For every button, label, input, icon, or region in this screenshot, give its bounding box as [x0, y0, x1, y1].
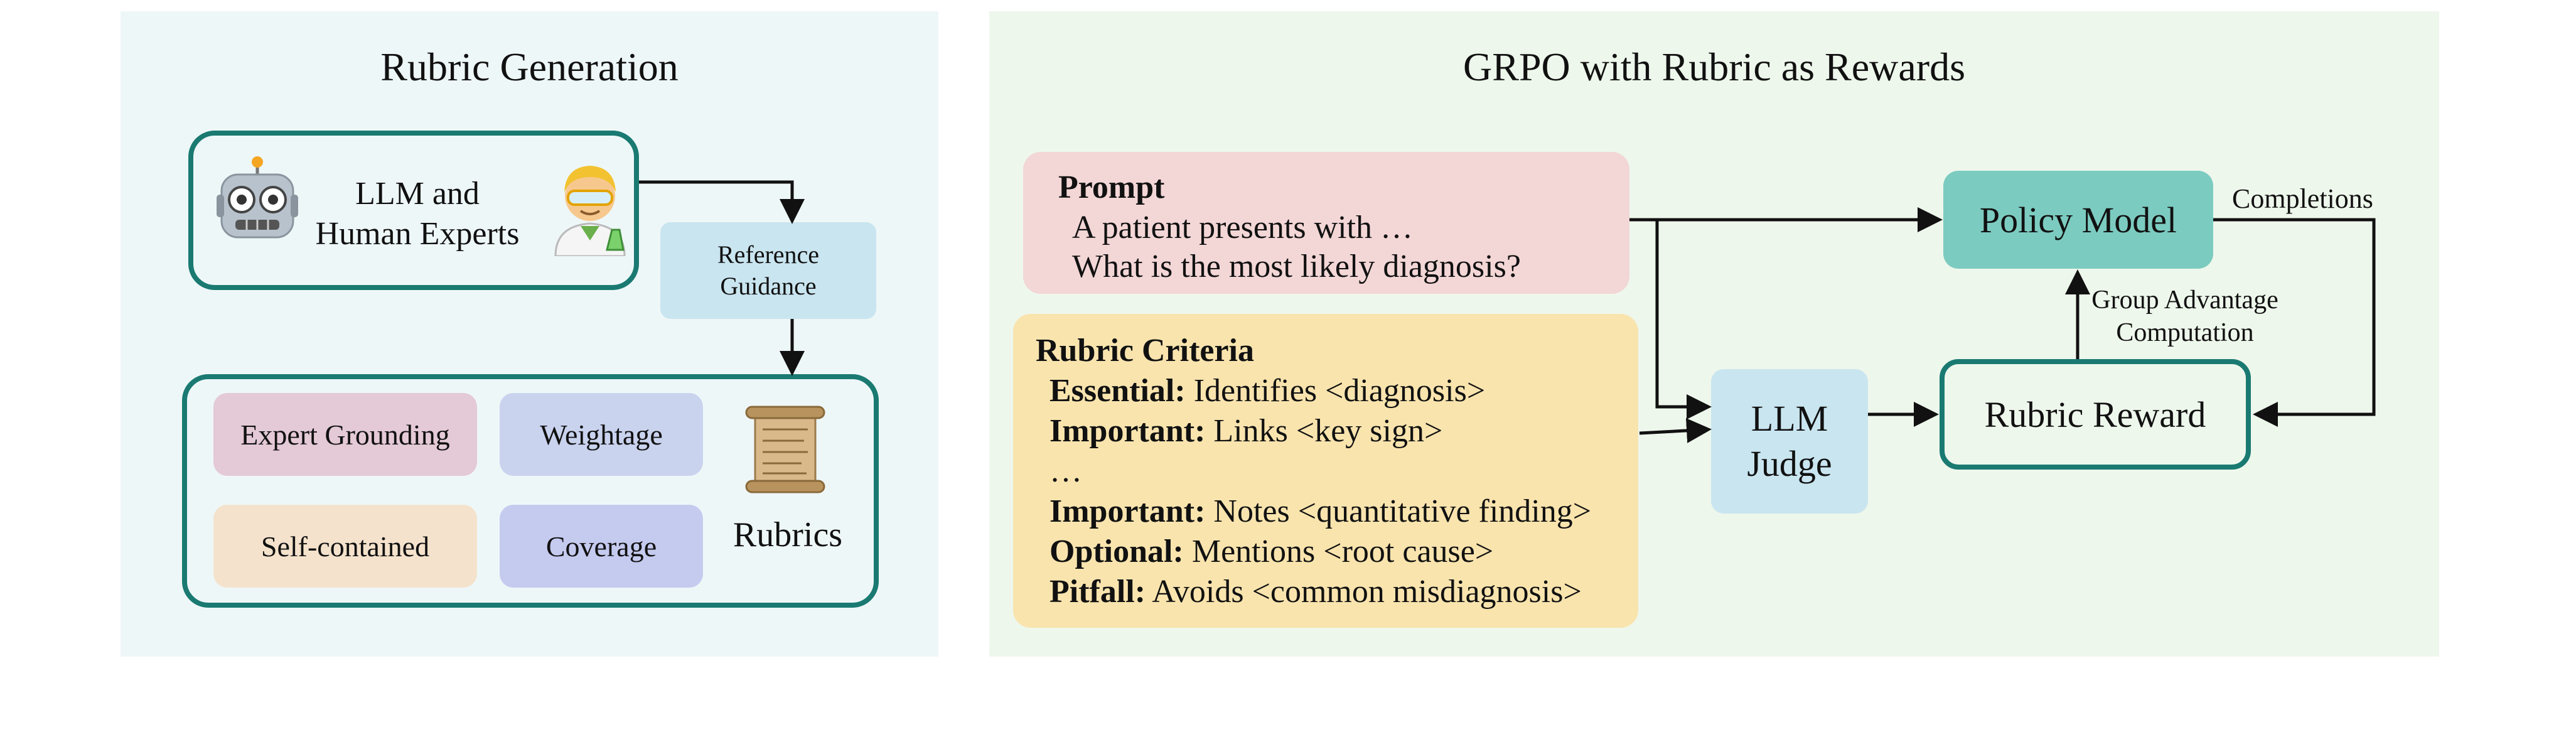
reference-guidance-box: Reference Guidance — [660, 222, 876, 319]
scroll-icon — [738, 402, 832, 496]
experts-box — [188, 131, 639, 290]
criteria-row: Important: Links <key sign> — [1049, 412, 1442, 451]
rubric-criteria-box — [1013, 314, 1638, 628]
reference-line2: Guidance — [720, 272, 817, 300]
experts-label: LLM and Human Experts — [295, 167, 540, 261]
rubric-item-label: Weightage — [540, 418, 663, 451]
rubrics-box — [182, 374, 879, 608]
advantage-label: Group Advantage Computation — [2081, 284, 2289, 349]
experts-label-line1: LLM and — [355, 176, 480, 212]
rubric-item-self-contained: Self-contained — [213, 505, 477, 588]
completions-label: Completions — [2232, 183, 2373, 214]
criteria-row: … — [1049, 452, 1082, 491]
judge-line2: Judge — [1747, 443, 1832, 484]
criteria-text: Mentions <root cause> — [1183, 534, 1494, 569]
arrow-prompt-to-judge — [1655, 220, 1712, 419]
rubric-item-coverage: Coverage — [500, 505, 703, 588]
advantage-line2: Computation — [2116, 318, 2254, 347]
llm-judge-box: LLM Judge — [1711, 369, 1868, 514]
criteria-text: Notes <quantitative finding> — [1205, 493, 1592, 529]
criteria-row: Important: Notes <quantitative finding> — [1049, 492, 1591, 531]
arrow-criteria-to-judge — [1639, 417, 1712, 443]
criteria-row: Pitfall: Avoids <common misdiagnosis> — [1049, 573, 1582, 611]
criteria-text: Identifies <diagnosis> — [1185, 373, 1486, 409]
criteria-text: Links <key sign> — [1205, 413, 1443, 449]
experts-label-line2: Human Experts — [315, 216, 520, 252]
criteria-key: Important: — [1049, 413, 1206, 449]
judge-line1: LLM — [1751, 398, 1828, 439]
prompt-box — [1023, 152, 1629, 294]
policy-model-label: Policy Model — [1979, 199, 2177, 240]
grpo-title: GRPO with Rubric as Rewards — [1463, 45, 1965, 89]
criteria-row: Essential: Identifies <diagnosis> — [1049, 372, 1485, 411]
criteria-key: Essential: — [1049, 373, 1186, 409]
rubric-item-weightage: Weightage — [500, 393, 703, 476]
rubric-reward-label: Rubric Reward — [1984, 394, 2206, 435]
reference-line1: Reference — [717, 240, 820, 269]
rubric-reward-box: Rubric Reward — [1940, 359, 2251, 470]
prompt-heading: Prompt — [1058, 170, 1165, 205]
scientist-icon — [546, 156, 634, 256]
advantage-line1: Group Advantage — [2091, 286, 2278, 315]
rubric-item-label: Self-contained — [260, 530, 430, 562]
arrow-completions-to-reward — [2213, 218, 2376, 427]
rubric-item-label: Coverage — [545, 530, 657, 562]
rubric-item-label: Expert Grounding — [240, 418, 450, 451]
rubric-generation-title: Rubric Generation — [380, 45, 679, 89]
criteria-key: Optional: — [1049, 534, 1184, 569]
criteria-key: Pitfall: — [1049, 574, 1146, 610]
prompt-line1: A patient presents with … — [1072, 210, 1414, 245]
criteria-heading: Rubric Criteria — [1036, 333, 1255, 369]
criteria-text: … — [1049, 453, 1082, 489]
policy-model-box: Policy Model — [1943, 171, 2213, 269]
criteria-text: Avoids <common misdiagnosis> — [1146, 574, 1582, 610]
arrow-experts-to-reference — [639, 180, 805, 224]
rubrics-label: Rubrics — [733, 515, 843, 554]
robot-icon — [213, 156, 301, 250]
rubric-item-expert-grounding: Expert Grounding — [213, 393, 477, 476]
criteria-row: Optional: Mentions <root cause> — [1049, 532, 1493, 571]
criteria-key: Important: — [1049, 493, 1206, 529]
prompt-line2: What is the most likely diagnosis? — [1072, 249, 1521, 284]
